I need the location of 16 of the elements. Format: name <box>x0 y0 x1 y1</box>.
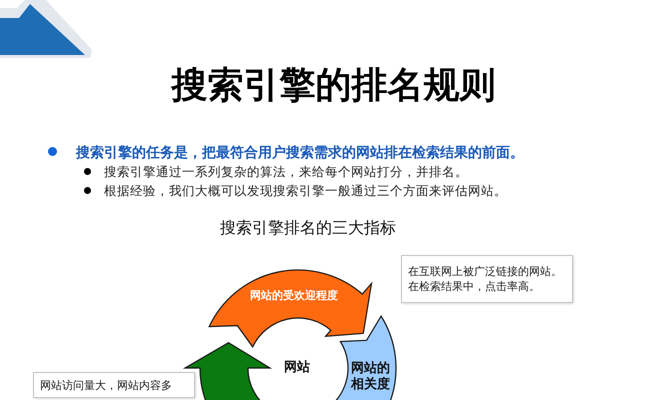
segment-label: 网站的相关度 <box>351 361 391 393</box>
callout-box <box>401 255 573 303</box>
callout-box <box>33 372 195 398</box>
segment-label: 网站的受欢迎程度 <box>250 289 339 303</box>
page-title: 搜索引擎的排名规则 <box>170 64 496 108</box>
cycle-segment <box>207 268 374 350</box>
bullet-text: 搜索引擎的任务是，把最符合用户搜索需求的网站排在检索结果的前面。 <box>76 144 524 163</box>
center-label: 网站 <box>284 359 310 377</box>
callout-text: 在互联网上被广泛链接的网站。 <box>408 264 563 279</box>
cycle-segment <box>335 314 398 400</box>
diagram-subtitle: 搜索引擎排名的三大指标 <box>220 217 396 239</box>
bullet-text: 根据经验，我们大概可以发现搜索引擎一般通过三个方面来评估网站。 <box>104 182 507 200</box>
callout-text: 网站访问量大，网站内容多 <box>40 378 173 392</box>
cycle-segment <box>181 341 273 400</box>
callout-text: 在检索结果中，点击率高。 <box>408 279 541 294</box>
bullet-text: 搜索引擎通过一系列复杂的算法，来给每个网站打分，并排名。 <box>104 163 468 181</box>
